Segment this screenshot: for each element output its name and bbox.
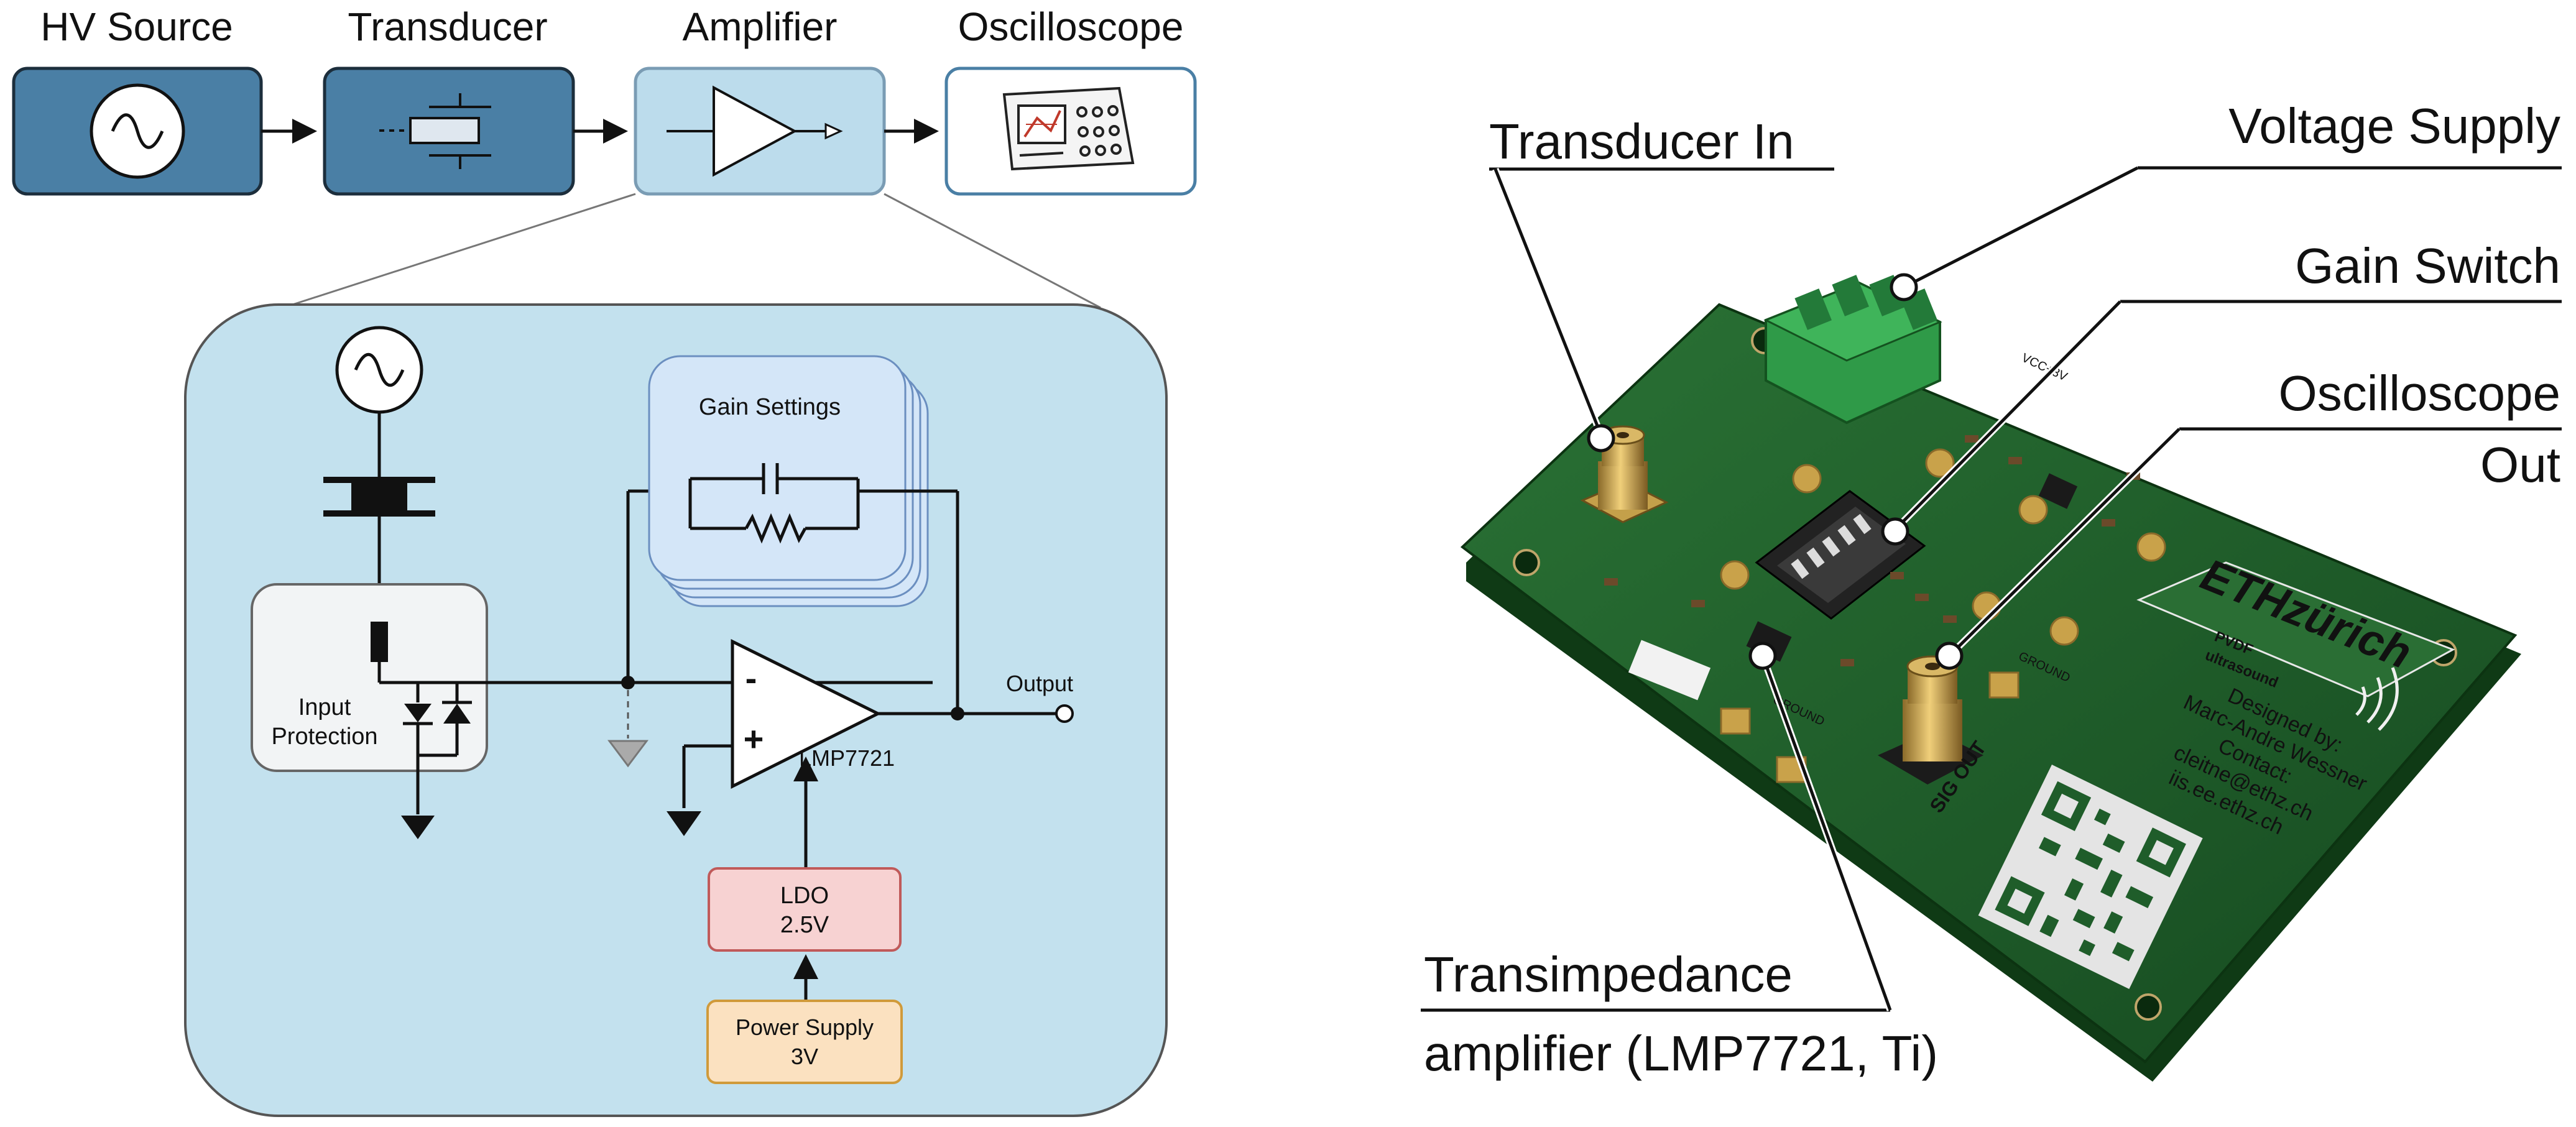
transimpedance-label-2: amplifier (LMP7721, Ti) xyxy=(1424,1026,1938,1081)
voltage-supply-leader xyxy=(1903,166,2139,289)
transimpedance-marker xyxy=(1748,642,1777,670)
input-protection-label-2: Protection xyxy=(271,724,377,750)
resistor-icon xyxy=(744,513,807,544)
output-terminal-icon xyxy=(1055,704,1074,723)
gain-settings-label: Gain Settings xyxy=(699,394,841,420)
ac-source-icon xyxy=(90,83,185,179)
oscilloscope-label: Oscilloscope xyxy=(958,4,1184,49)
oscilloscope-icon xyxy=(1002,86,1135,171)
label-pad xyxy=(1628,640,1711,701)
amplifier-schematic: Input Protection xyxy=(184,303,1168,1117)
protection-resistor-icon xyxy=(371,622,388,662)
mounting-hole xyxy=(2135,993,2162,1021)
pcb-photo: ETHzürich PVDF ultrasound Designed by: M… xyxy=(1460,275,2521,1082)
ground-symbol-icon xyxy=(401,816,435,839)
voltage-supply-label: Voltage Supply xyxy=(2228,98,2560,154)
ldo-label-2: 2.5V xyxy=(780,912,829,938)
transimpedance-label-1: Transimpedance xyxy=(1424,947,1793,1002)
protection-diodes-icon xyxy=(403,683,472,814)
amplifier-triangle-icon xyxy=(667,85,843,177)
opamp-plus: + xyxy=(744,719,764,758)
transducer-in-marker xyxy=(1587,424,1615,453)
eth-logo-panel xyxy=(2136,561,2455,697)
ultrasound-wave-icon xyxy=(2355,667,2399,731)
transimpedance-leader xyxy=(1761,655,1892,1011)
qr-code xyxy=(1978,765,2203,990)
zoom-line-left xyxy=(282,193,636,309)
photo-callouts: Transducer In Voltage Supply Gain Switch… xyxy=(1421,98,2562,1081)
mounting-hole xyxy=(1513,549,1540,576)
signal-chain: HV Source Transducer Amplifier xyxy=(12,4,1197,196)
ldo-chip xyxy=(2038,473,2078,509)
opamp-label: LMP7721 xyxy=(799,745,895,771)
power-supply-label-1: Power Supply xyxy=(736,1014,874,1040)
zoom-line-right xyxy=(884,193,1101,309)
ldo-block xyxy=(708,867,902,952)
ground-symbol-icon-2 xyxy=(667,811,701,836)
dashed-ground-icon xyxy=(607,740,649,768)
oscilloscope-out-label-2: Out xyxy=(2480,437,2560,492)
output-label: Output xyxy=(1006,671,1073,696)
transducer-symbol-icon xyxy=(323,477,435,517)
voltage-supply-marker xyxy=(1890,273,1918,301)
smd-components xyxy=(1604,435,2140,666)
transducer-in-label: Transducer In xyxy=(1489,114,1794,169)
opamp-minus: - xyxy=(746,658,757,697)
test-pads xyxy=(1720,448,2166,646)
transducer-in-leader xyxy=(1493,168,1603,436)
oscilloscope-out-leader xyxy=(1948,428,2181,657)
gain-switch-leader xyxy=(1892,300,2121,533)
hv-source-label: HV Source xyxy=(40,4,233,49)
source-icon xyxy=(335,326,423,414)
output-node-dot xyxy=(951,707,964,720)
ldo-label-1: LDO xyxy=(780,883,829,909)
opamp-symbol xyxy=(731,638,882,789)
gain-settings-stack: Gain Settings xyxy=(648,355,929,607)
gain-switch-label: Gain Switch xyxy=(2295,238,2560,293)
transducer-icon xyxy=(379,93,491,169)
power-supply-block xyxy=(706,1000,903,1084)
terminal-block-connector xyxy=(1763,275,1942,425)
oscilloscope-out-label-1: Oscilloscope xyxy=(2278,366,2560,421)
power-supply-label-2: 3V xyxy=(791,1044,818,1069)
oscilloscope-out-marker xyxy=(1935,642,1964,670)
sma-connector-out xyxy=(1878,655,1983,784)
sma-connector-in xyxy=(1580,425,1669,523)
input-protection-label-1: Input xyxy=(298,694,351,720)
transducer-label: Transducer xyxy=(348,4,547,49)
amplifier-label: Amplifier xyxy=(683,4,838,49)
gain-switch-marker xyxy=(1881,517,1909,546)
dip-switch xyxy=(1755,490,1926,620)
opamp-chip xyxy=(1746,621,1792,662)
